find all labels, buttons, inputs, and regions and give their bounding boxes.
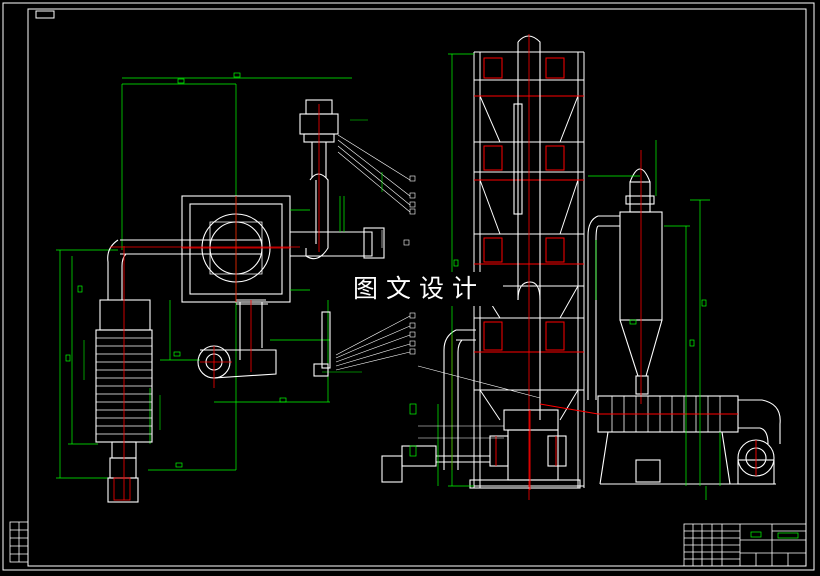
cyclone-separator [587, 168, 663, 400]
horizontal-cooler [597, 395, 781, 485]
cooler-red-marks [539, 403, 757, 476]
left-annotation-marks [83, 119, 383, 430]
title-block [683, 523, 807, 567]
title-block-marks [750, 531, 799, 539]
drawing-frame [2, 2, 815, 571]
riser-pipe [513, 35, 541, 420]
revision-block [9, 521, 29, 563]
right-leader-lines [417, 365, 541, 439]
reactor-supports [290, 196, 345, 291]
watermark-text: 图文设计 [335, 272, 503, 306]
left-centerlines [110, 104, 320, 501]
left-leader-lines [335, 134, 416, 371]
right-dimension-lines [409, 53, 721, 500]
bottom-reactor [381, 329, 581, 489]
